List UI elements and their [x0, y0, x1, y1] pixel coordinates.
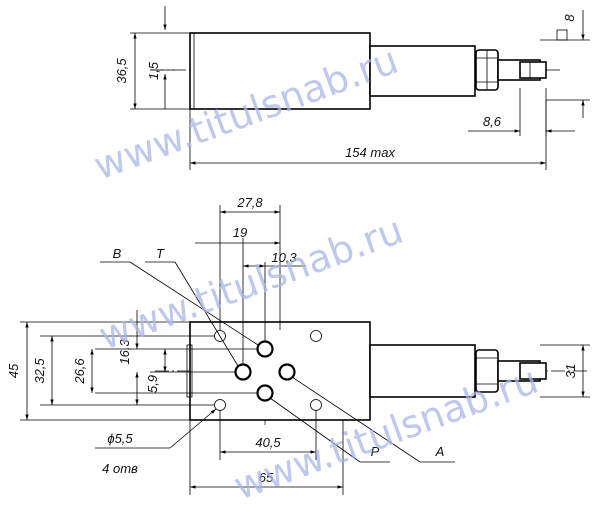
mount-hole-2 — [310, 330, 322, 342]
leader-hole — [169, 408, 217, 449]
port-label-p: P — [371, 444, 380, 459]
dim-36-5: 36,5 — [114, 58, 129, 84]
dim-32-5: 32,5 — [32, 358, 47, 384]
leader-p — [269, 397, 361, 463]
hole-diameter-label: ϕ5,5 — [107, 431, 133, 446]
dim-26-6: 26,6 — [72, 358, 87, 385]
dim-65: 65 — [259, 470, 274, 485]
port-label-t: T — [156, 246, 165, 261]
watermarks: www.titulsnab.ru www.titulsnab.ru www.ti… — [88, 38, 544, 507]
front-view: 27,8 19 10,3 B T P A 45 32,5 26,6 16,3 5… — [6, 195, 590, 495]
port-label-b: B — [113, 246, 122, 261]
top-view: 36,5 1,5 8 8,6 154 max — [114, 6, 590, 170]
top-solenoid — [369, 45, 476, 97]
port-a-circle — [278, 363, 296, 381]
dim-10-3: 10,3 — [271, 250, 297, 265]
square-symbol — [556, 29, 568, 41]
dim-45: 45 — [6, 363, 21, 378]
dim-5-9: 5,9 — [145, 375, 160, 393]
dim-square-8: 8 — [562, 14, 577, 22]
dim-40-5: 40,5 — [255, 435, 281, 450]
dim-8-6: 8,6 — [483, 114, 502, 129]
leader-a — [291, 376, 421, 463]
port-label-a: A — [435, 444, 445, 459]
hole-count-label: 4 отв — [102, 461, 138, 476]
dim-1-5: 1,5 — [146, 61, 161, 80]
dim-31: 31 — [563, 364, 578, 378]
front-solenoid — [369, 344, 476, 398]
leader-b — [129, 261, 259, 346]
dim-27-8: 27,8 — [236, 195, 263, 210]
dim-154-max: 154 max — [345, 145, 395, 160]
dim-19: 19 — [233, 225, 247, 240]
dim-16-3: 16,3 — [117, 339, 132, 365]
